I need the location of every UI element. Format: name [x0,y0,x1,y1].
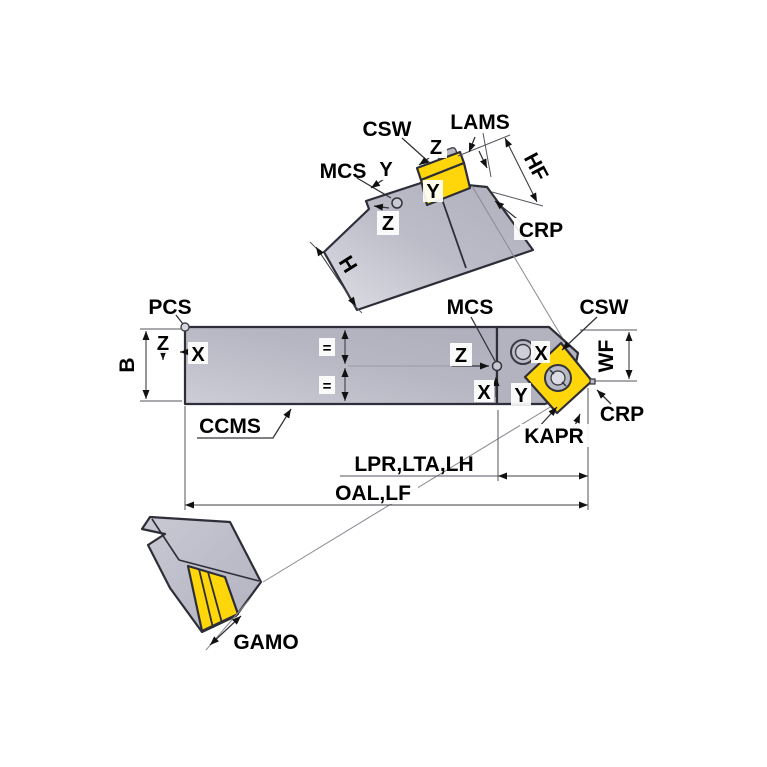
label-x-hole: X [534,343,548,365]
label-x-pcs: X [191,344,205,366]
hf-ext-top [457,134,511,157]
front-insert [186,564,240,633]
label-y-axis-side: Y [379,159,393,181]
label-pcs: PCS [148,296,191,319]
pcs-point [180,322,190,332]
label-csw-side: CSW [363,118,412,141]
label-crp-side: CRP [519,219,563,242]
front-insert-groove-2 [207,571,223,624]
mcs-top-leader [356,177,392,199]
h-ext-top [309,241,323,255]
label-wf: WF [595,340,618,373]
z-axis-arrow-side [373,203,390,211]
lams-reference-line [482,132,492,178]
label-mcs-main: MCS [447,296,494,319]
label-gamo: GAMO [233,631,298,654]
label-ccms: CCMS [199,415,261,438]
label-oal-lf: OAL,LF [335,482,411,505]
labels: CSW LAMS MCS Y Z Z Y H HF CRP PCS B Z X … [116,111,644,654]
label-kapr: KAPR [524,425,584,448]
gamo-angle-arrows [209,615,242,646]
label-z-axis-side: Z [382,213,394,235]
lams-arrow-2 [478,150,488,169]
crp-main-leader [596,389,612,405]
label-y-main: Y [514,385,528,407]
projection-line-lower [262,383,589,583]
h-dimension-line [315,246,357,307]
label-y-insert-side: Y [426,181,440,203]
pcs-leader [175,314,184,325]
crp-point [589,378,596,385]
mcs-point-side [391,197,403,209]
front-view [140,515,263,651]
label-lams: LAMS [450,111,510,134]
label-mcs-side: MCS [320,160,367,183]
lams-arrow-1 [468,136,476,153]
label-csw-main: CSW [580,296,629,319]
label-z-main: Z [455,345,467,367]
ccms-leader [197,408,292,439]
hf-dimension-line [504,137,538,203]
y-axis-arrow-side [370,178,385,189]
equal-mark-lower: = [323,378,332,395]
clamp-hole-inner [514,343,532,361]
z-csw-arrow [418,156,430,166]
screw-slot-2 [561,381,567,387]
label-b: B [116,357,139,372]
label-backgrounds [153,135,590,504]
label-z-csw: Z [430,137,442,159]
label-hf: HF [519,149,553,185]
screw-slot-1 [549,369,555,375]
label-crp-main: CRP [600,403,644,426]
label-lpr-lta-lh: LPR,LTA,LH [354,453,473,476]
mcs-point-main [491,360,503,372]
equal-mark-upper: = [323,340,332,357]
csw-main-leader [561,316,598,351]
label-x-main: X [477,382,491,404]
front-inner-edge-2 [178,559,260,582]
top-view [140,185,637,583]
label-z-pcs: Z [157,333,169,355]
front-inner-edge-1 [151,518,180,561]
insert-screw-inner [550,370,566,386]
mcs-main-leader [470,316,496,362]
